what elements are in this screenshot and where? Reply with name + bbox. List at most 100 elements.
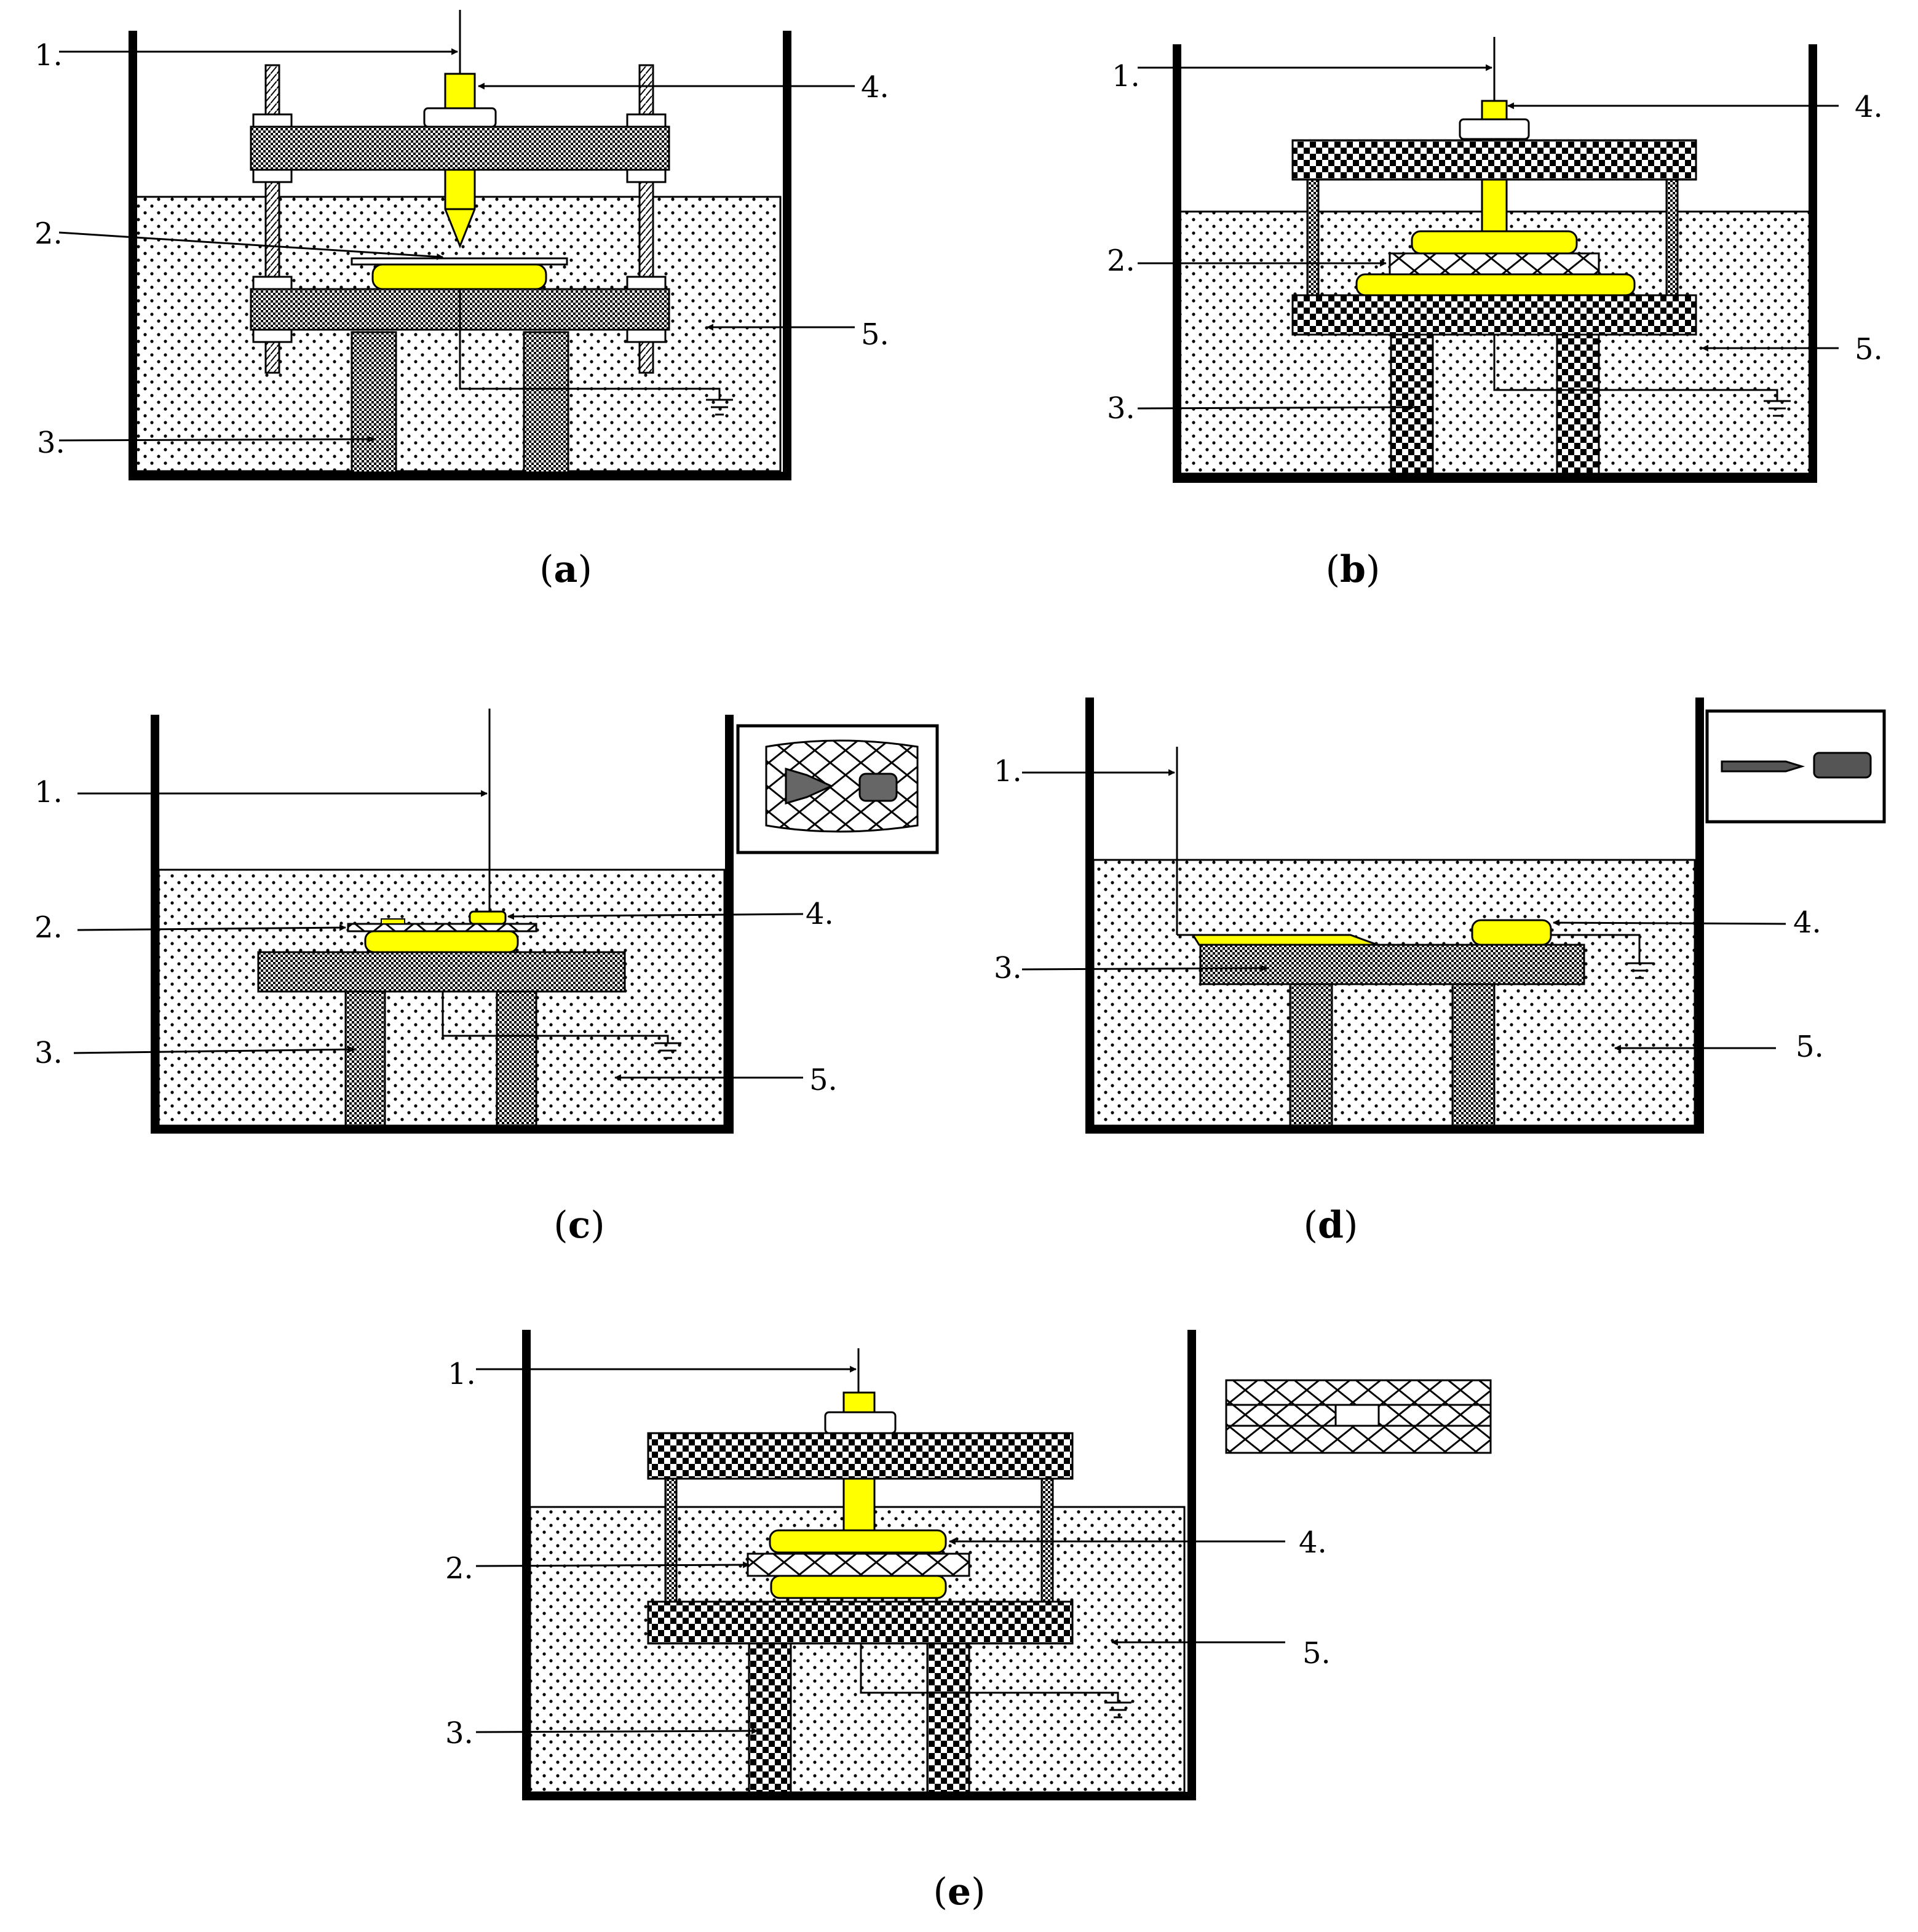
- label-5: 5.: [1796, 1030, 1824, 1064]
- bottom-plate-e: [647, 1600, 1074, 1645]
- workpiece-electrode-e: [770, 1575, 947, 1599]
- workpiece-stack-e: [747, 1552, 970, 1577]
- nut: [626, 113, 667, 128]
- support-leg-e-right: [926, 1642, 970, 1794]
- label-3: 3.: [994, 951, 1022, 985]
- frame-post-b-right: [1665, 178, 1679, 296]
- cavity-inset-icon: [1334, 1404, 1380, 1427]
- workpiece-stack-b: [1389, 252, 1600, 277]
- label-1: 1.: [448, 1357, 476, 1391]
- support-leg-d-right: [1451, 983, 1496, 1127]
- panel-e: 1. 2. 3. 4. 5. (e): [445, 1330, 1492, 1914]
- tool-tip-inset-icon: [785, 767, 834, 805]
- bottom-plate-b: [1291, 294, 1697, 336]
- support-leg-a-right: [523, 331, 569, 474]
- nut: [626, 276, 667, 290]
- label-3: 3.: [1107, 391, 1135, 426]
- small-electrode-c: [381, 918, 405, 924]
- electrolyte-c: [157, 869, 726, 1127]
- tank-a: [129, 31, 791, 480]
- tool-electrode-top-b: [1481, 100, 1508, 121]
- support-leg-e-left: [748, 1642, 792, 1794]
- label-5: 5.: [809, 1063, 838, 1097]
- ground-wire-a: [459, 289, 721, 400]
- ground-icon: [1764, 400, 1791, 417]
- plate-c: [257, 951, 626, 993]
- workpiece-sheet-c: [347, 923, 537, 932]
- caption-d: (d): [1304, 1204, 1358, 1247]
- label-4: 4.: [1299, 1525, 1327, 1560]
- nut: [252, 169, 293, 183]
- caption-b: (b): [1326, 548, 1381, 591]
- label-4: 4.: [1855, 90, 1883, 124]
- ground-icon: [1104, 1701, 1131, 1719]
- top-plate-e: [647, 1432, 1074, 1480]
- electrode-holder-nut-a: [423, 107, 497, 128]
- tool-electrode-stem-b: [1481, 178, 1508, 234]
- electrode-holder-nut-b: [1459, 118, 1530, 140]
- ground-wire-b: [1493, 335, 1778, 401]
- label-1: 1.: [34, 38, 63, 73]
- workpiece-electrode-b: [1355, 273, 1636, 296]
- panel-b: 1. 2. 3. 4. 5. (b): [1107, 37, 1883, 591]
- frame-post-e-right: [1040, 1477, 1054, 1603]
- nut: [252, 276, 293, 290]
- workpiece-electrode-a: [371, 263, 547, 290]
- tank-b: [1173, 44, 1817, 483]
- label-4: 4.: [806, 897, 834, 931]
- support-leg-d-left: [1289, 983, 1333, 1127]
- support-leg-c-left: [344, 990, 386, 1127]
- ground-wire-e: [860, 1644, 1119, 1703]
- label-2: 2.: [445, 1551, 474, 1586]
- tool-electrode-top-e: [842, 1391, 876, 1413]
- inset-d: [1705, 709, 1886, 824]
- support-leg-c-right: [496, 990, 537, 1127]
- support-leg-b-right: [1556, 333, 1600, 475]
- tool-electrode-tip-a: [444, 169, 476, 249]
- tool-electrode-b: [1411, 230, 1578, 255]
- label-5: 5.: [861, 317, 889, 352]
- label-3: 3.: [445, 1716, 474, 1751]
- nut: [252, 328, 293, 343]
- panel-d: 1. 3. 4. 5. (d): [994, 698, 1886, 1247]
- frame-post-e-left: [664, 1477, 678, 1603]
- tank-e: [522, 1330, 1196, 1800]
- tool-electrode-stem-e: [842, 1477, 876, 1533]
- tool-electrode-a: [444, 73, 476, 109]
- workpiece-electrode-c: [364, 930, 519, 953]
- ground-wire-c: [442, 992, 669, 1043]
- inset-e: [1225, 1379, 1492, 1454]
- workpiece-electrode-d: [1471, 919, 1552, 946]
- caption-e: (e): [933, 1870, 985, 1914]
- tank-d: [1085, 698, 1704, 1134]
- tool-tip-inset-icon: [1721, 760, 1805, 773]
- caption-c: (c): [553, 1204, 604, 1247]
- top-plate-b: [1291, 139, 1697, 181]
- label-1: 1.: [34, 775, 63, 809]
- support-leg-b-left: [1390, 333, 1434, 475]
- frame-post-b-left: [1306, 178, 1320, 296]
- nut: [626, 169, 667, 183]
- nut: [252, 113, 293, 128]
- label-2: 2.: [1107, 244, 1135, 278]
- electrolyte-d: [1092, 859, 1696, 1127]
- label-1: 1.: [1112, 59, 1140, 93]
- inset-c: [736, 724, 939, 854]
- nut: [626, 328, 667, 343]
- ground-icon: [654, 1042, 681, 1059]
- label-2: 2.: [34, 217, 63, 251]
- label-4: 4.: [861, 70, 889, 105]
- ground-icon: [1626, 962, 1653, 979]
- caption-a: (a): [539, 548, 592, 591]
- label-5: 5.: [1302, 1636, 1331, 1671]
- electrode-holder-nut-e: [824, 1411, 897, 1434]
- panel-a: 1. 2. 3. 4. 5. (a): [34, 10, 889, 591]
- tool-electrode-c: [469, 910, 507, 925]
- ground-icon: [706, 399, 733, 416]
- panel-c: 1. 2. 3. 4. 5. (c): [34, 709, 939, 1247]
- label-3: 3.: [34, 1036, 63, 1070]
- cavity-inset-icon: [858, 773, 898, 802]
- plate-d: [1199, 944, 1585, 985]
- tank-c: [151, 715, 734, 1134]
